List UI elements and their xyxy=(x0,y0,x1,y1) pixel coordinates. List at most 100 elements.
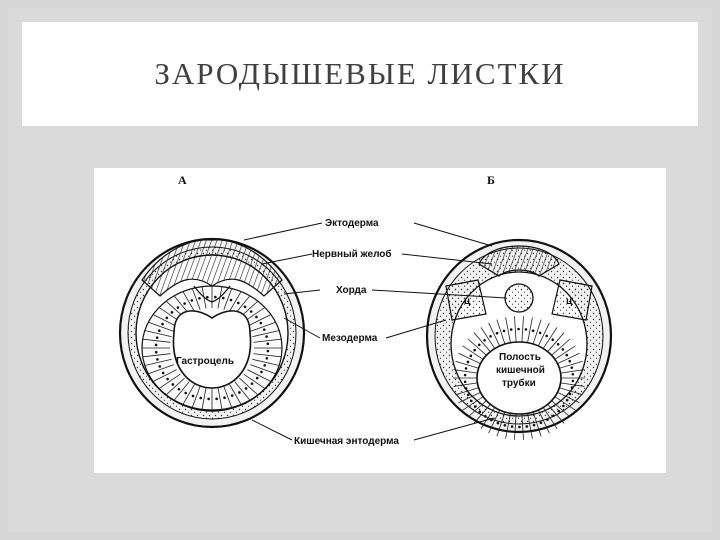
label-mesoderm: Мезодерма xyxy=(322,333,378,344)
cell-nucleus xyxy=(255,315,258,319)
cell-nucleus xyxy=(571,372,575,376)
cell-nucleus xyxy=(207,397,210,401)
cell-wall xyxy=(158,373,181,389)
label-somite-right: ц xyxy=(566,296,573,307)
cell-wall xyxy=(182,291,195,312)
cell-wall xyxy=(554,396,576,411)
cell-nucleus xyxy=(557,409,561,413)
cell-wall xyxy=(152,314,177,327)
cell-nucleus xyxy=(571,379,575,383)
panel-letter-a: А xyxy=(178,173,187,187)
cell-wall xyxy=(253,338,282,343)
cell-nucleus xyxy=(525,425,529,428)
cell-wall xyxy=(496,411,506,437)
cell-wall xyxy=(488,322,501,347)
cell-wall xyxy=(239,377,259,396)
cell-wall xyxy=(527,413,533,439)
cell-nucleus xyxy=(469,354,473,358)
cell-wall xyxy=(148,321,174,332)
label-cavity-line3: трубки xyxy=(502,377,536,389)
cell-wall xyxy=(557,352,580,365)
cell-nucleus xyxy=(191,394,195,398)
cell-nucleus xyxy=(503,423,507,427)
cell-nucleus xyxy=(260,370,263,374)
cell-nucleus xyxy=(565,353,569,357)
cell-nucleus xyxy=(463,380,467,384)
cell-nucleus xyxy=(466,360,470,364)
cell-nucleus xyxy=(466,393,470,397)
cell-nucleus xyxy=(463,373,467,377)
cell-wall xyxy=(505,317,511,343)
cell-wall xyxy=(253,353,282,358)
cell-wall xyxy=(547,332,565,352)
label-chorda: Хорда xyxy=(336,285,367,296)
cell-wall xyxy=(521,316,524,343)
cell-wall xyxy=(173,381,190,401)
cell-nucleus xyxy=(244,387,248,390)
cell-nucleus xyxy=(469,399,473,403)
cell-wall xyxy=(182,384,195,405)
cell-wall xyxy=(142,338,171,343)
cell-wall xyxy=(514,413,517,440)
cell-nucleus xyxy=(509,328,513,331)
cell-wall xyxy=(542,407,558,429)
cell-wall xyxy=(243,373,266,389)
cell-nucleus xyxy=(165,316,169,320)
cell-nucleus xyxy=(538,331,542,335)
cell-wall xyxy=(542,327,558,349)
cell-wall xyxy=(458,391,481,404)
cell-wall xyxy=(455,387,479,396)
cell-wall xyxy=(532,411,542,437)
cell-nucleus xyxy=(263,363,266,367)
cell-wall xyxy=(217,387,223,410)
cell-wall xyxy=(144,330,172,338)
cell-wall xyxy=(473,404,491,424)
cell-nucleus xyxy=(166,377,169,381)
cell-wall xyxy=(467,400,487,418)
cell-nucleus xyxy=(161,371,165,375)
cell-nucleus xyxy=(464,387,468,390)
cell-nucleus xyxy=(552,414,555,418)
cell-nucleus xyxy=(545,334,548,338)
cell-wall xyxy=(250,364,276,375)
label-cavity-line2: кишечной xyxy=(496,365,545,376)
cell-wall xyxy=(229,291,242,312)
cell-wall xyxy=(488,409,501,434)
cell-wall xyxy=(557,391,580,404)
cell-nucleus xyxy=(473,405,477,408)
cell-nucleus xyxy=(489,335,492,338)
cell-wall xyxy=(144,358,172,366)
label-neural-groove: Нервный желоб xyxy=(312,248,392,260)
cell-nucleus xyxy=(262,328,266,331)
cell-nucleus xyxy=(214,295,217,299)
panel-letter-b: Б xyxy=(487,173,495,187)
entoderm-cells-b xyxy=(453,316,585,440)
cell-wall xyxy=(527,317,533,343)
cell-wall xyxy=(252,330,280,338)
cell-nucleus xyxy=(154,350,158,354)
cell-nucleus xyxy=(539,421,543,425)
cell-nucleus xyxy=(215,397,218,401)
cell-nucleus xyxy=(477,343,481,347)
cell-nucleus xyxy=(532,423,536,427)
cell-nucleus xyxy=(570,386,574,389)
embryo-diagram-svg: А Б Гастроцель xyxy=(118,173,613,447)
cell-nucleus xyxy=(183,302,186,305)
cell-nucleus xyxy=(158,365,162,368)
cell-wall xyxy=(247,369,272,382)
cell-wall xyxy=(537,322,550,347)
cell-nucleus xyxy=(206,295,209,299)
cell-wall xyxy=(453,382,478,387)
cell-nucleus xyxy=(483,338,486,342)
cell-nucleus xyxy=(198,296,201,300)
cell-nucleus xyxy=(531,329,535,333)
cell-nucleus xyxy=(464,367,468,370)
embryo-b: ц ц Полость кишечной трубки xyxy=(425,238,613,440)
cell-wall xyxy=(547,404,565,424)
cell-wall xyxy=(560,382,585,387)
cell-nucleus xyxy=(158,329,161,333)
cell-wall xyxy=(521,413,524,440)
cell-nucleus xyxy=(155,336,159,340)
cell-nucleus xyxy=(551,338,555,342)
label-cavity-line1: Полость xyxy=(499,352,541,363)
